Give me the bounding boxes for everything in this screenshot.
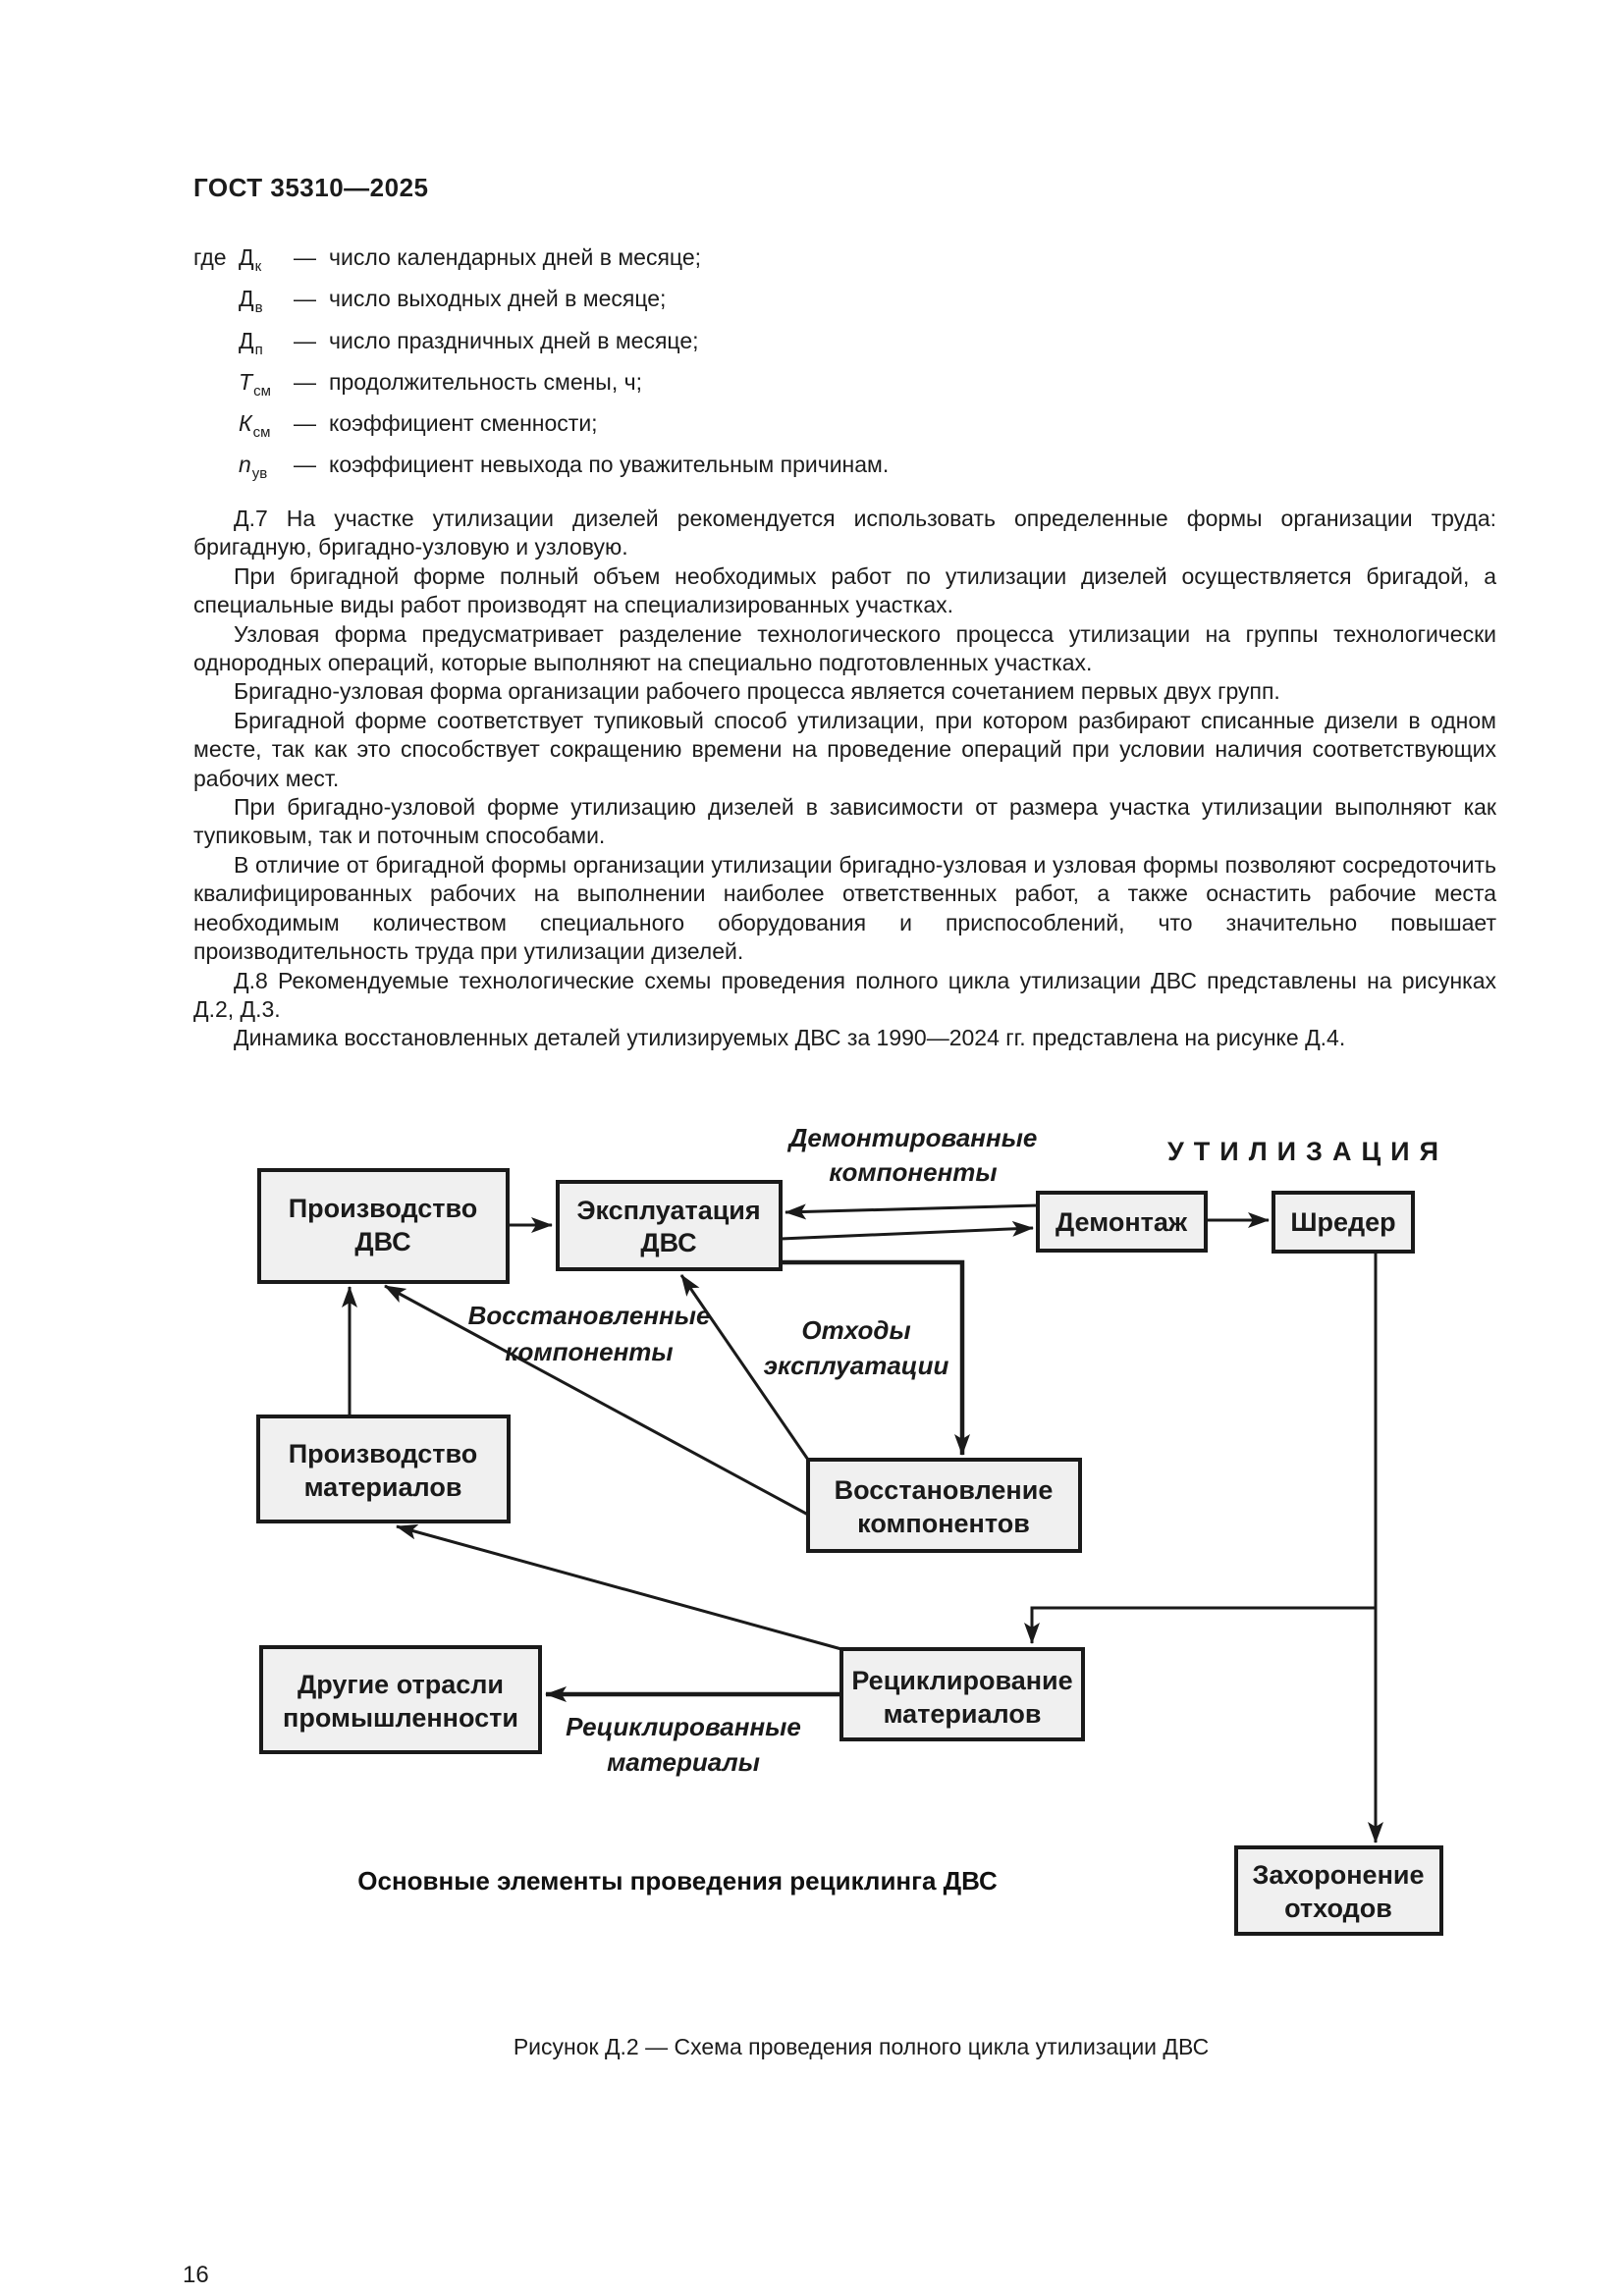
box-other-industries — [259, 1645, 542, 1754]
box-materials-recycling-label: материалов — [884, 1699, 1042, 1729]
label-operation-waste: эксплуатации — [764, 1351, 949, 1380]
paragraph: Бригадной форме соответствует тупиковый … — [193, 707, 1496, 791]
paragraph: При бригадной форме полный объем необход… — [193, 562, 1496, 618]
label-recycled-materials: материалы — [607, 1747, 760, 1777]
definition-row: nув — коэффициент невыхода по уважительн… — [193, 452, 1499, 493]
box-engine-operation — [556, 1180, 783, 1271]
box-engine-production-label: Производство — [289, 1194, 478, 1223]
box-waste-landfill-label: Захоронение — [1253, 1860, 1425, 1890]
definition-row: Ксм — коэффициент сменности; — [193, 410, 1499, 452]
arrow-recovery-to-operation — [679, 1274, 810, 1461]
paragraph-d8: Д.8 Рекомендуемые технологические схемы … — [193, 967, 1496, 1022]
box-engine-operation-label: ДВС — [640, 1228, 696, 1257]
box-materials-recycling-label: Рециклирование — [851, 1666, 1072, 1695]
definition-desc: коэффициент невыхода по уважительным при… — [329, 452, 890, 478]
definition-dash: — — [294, 327, 316, 353]
definition-desc: число праздничных дней в месяце; — [329, 327, 699, 353]
diagram-bold-caption: Основные элементы проведения рециклинга … — [357, 1866, 998, 1896]
arrow-operation-to-dismantling — [780, 1220, 1034, 1241]
box-waste-landfill — [1234, 1845, 1443, 1936]
label-operation-waste: Отходы — [801, 1315, 910, 1345]
box-materials-production — [256, 1415, 511, 1523]
definition-symbol: Дк — [239, 244, 262, 275]
definition-desc: число выходных дней в месяце; — [329, 286, 667, 312]
arrow-dismantling-to-operation — [785, 1203, 1039, 1220]
definition-symbol: Дп — [239, 327, 263, 358]
box-components-recovery-label: компонентов — [857, 1509, 1030, 1538]
figure-d2-diagram: Производство ДВС Эксплуатация ДВС Демонт… — [256, 1123, 1448, 1936]
page-number: 16 — [183, 2262, 209, 2288]
box-materials-production-label: Производство — [289, 1439, 478, 1468]
box-engine-operation-label: Эксплуатация — [576, 1196, 760, 1225]
arrow-shredder-branch-to-recycling — [1024, 1606, 1376, 1644]
paragraph: Бригадно-узловая форма организации рабоч… — [234, 678, 1280, 705]
paragraph: При бригадно-узловой форме утилизацию ди… — [193, 794, 1496, 849]
box-engine-production-label: ДВС — [354, 1227, 410, 1256]
definition-dash: — — [294, 410, 316, 437]
box-other-industries-label: промышленности — [283, 1703, 518, 1733]
definition-dash: — — [294, 452, 316, 478]
box-materials-recycling — [839, 1647, 1085, 1741]
label-dismantled-components: компоненты — [829, 1157, 997, 1187]
definition-desc: число календарных дней в месяце; — [329, 244, 702, 270]
definition-row: Дв — число выходных дней в месяце; — [193, 286, 1499, 327]
box-dismantling-label: Демонтаж — [1056, 1207, 1188, 1237]
definition-row: Тсм — продолжительность смены, ч; — [193, 369, 1499, 410]
label-utilization-zone: УТИЛИЗАЦИЯ — [1167, 1137, 1448, 1166]
definition-symbol: Ксм — [239, 410, 271, 442]
paragraph: В отличие от бригадной формы организации… — [193, 851, 1496, 965]
label-recycled-materials: Рециклированные — [566, 1712, 801, 1741]
box-waste-landfill-label: отходов — [1284, 1894, 1392, 1923]
box-materials-production-label: материалов — [304, 1472, 462, 1502]
box-components-recovery-label: Восстановление — [835, 1475, 1054, 1505]
definition-prefix: где — [193, 244, 227, 270]
definition-dash: — — [294, 244, 316, 270]
box-components-recovery — [806, 1458, 1082, 1553]
arrow-recovery-to-engine-production — [384, 1284, 809, 1517]
paragraph-d7: Д.7 На участке утилизации дизелей рекоме… — [193, 506, 1496, 561]
box-shredder — [1272, 1191, 1415, 1254]
arrow-operation-waste-to-recovery — [781, 1259, 970, 1456]
arrow-recycling-to-materials-production — [396, 1523, 842, 1651]
box-shredder-label: Шредер — [1290, 1207, 1395, 1237]
definition-dash: — — [294, 286, 316, 312]
label-recovered-components: компоненты — [505, 1337, 673, 1366]
paragraph: Динамика восстановленных деталей утилизи… — [234, 1025, 1346, 1051]
doc-header: ГОСТ 35310—2025 — [193, 173, 429, 202]
definition-desc: коэффициент сменности; — [329, 410, 598, 437]
definition-row: Дп — число праздничных дней в месяце; — [193, 328, 1499, 369]
body-text: Д.7 На участке утилизации дизелей рекоме… — [193, 505, 1496, 1053]
definition-symbol: Дв — [239, 286, 263, 317]
definition-row: где Дк — число календарных дней в месяце… — [193, 244, 1499, 286]
label-recovered-components: Восстановленные — [468, 1301, 711, 1330]
box-other-industries-label: Другие отрасли — [298, 1670, 504, 1699]
definitions-list: где Дк — число календарных дней в месяце… — [193, 244, 1499, 494]
box-dismantling — [1036, 1191, 1208, 1253]
box-engine-production — [257, 1168, 510, 1284]
definition-symbol: Тсм — [239, 368, 271, 400]
definition-dash: — — [294, 368, 316, 395]
definition-desc: продолжительность смены, ч; — [329, 368, 642, 395]
figure-caption: Рисунок Д.2 — Схема проведения полного ц… — [513, 2034, 1210, 2059]
definition-symbol: nув — [239, 452, 268, 483]
label-dismantled-components: Демонтированные — [787, 1123, 1038, 1152]
paragraph: Узловая форма предусматривает разделение… — [193, 620, 1496, 676]
